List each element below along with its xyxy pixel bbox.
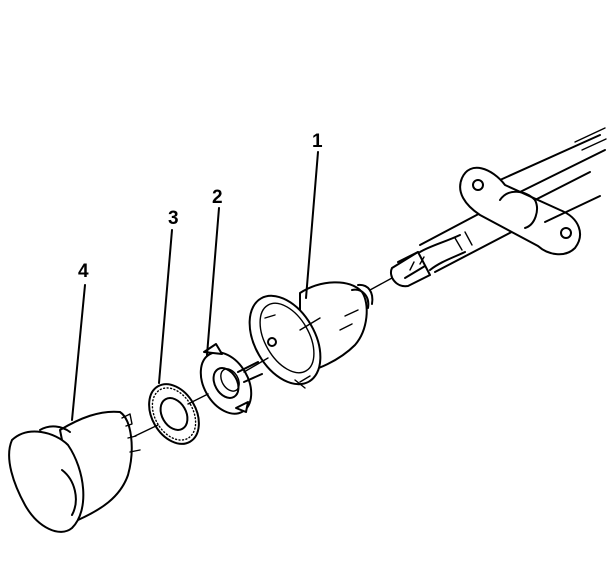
leader-line-1 [305,151,319,299]
part-3-washer [148,383,200,445]
leader-lines [71,151,319,421]
part-4-cylinder [8,410,141,533]
part-1-housing [248,281,374,389]
assembly-axis [134,317,321,437]
callout-2: 2 [212,187,223,208]
callout-3: 3 [168,208,179,229]
leader-line-4 [71,284,86,421]
leader-line-2 [206,207,220,356]
callout-1: 1 [312,131,323,152]
callout-4: 4 [78,261,89,282]
part-2-retainer [199,343,263,415]
steering-shaft-assembly [369,127,607,291]
leader-line-3 [158,229,173,384]
